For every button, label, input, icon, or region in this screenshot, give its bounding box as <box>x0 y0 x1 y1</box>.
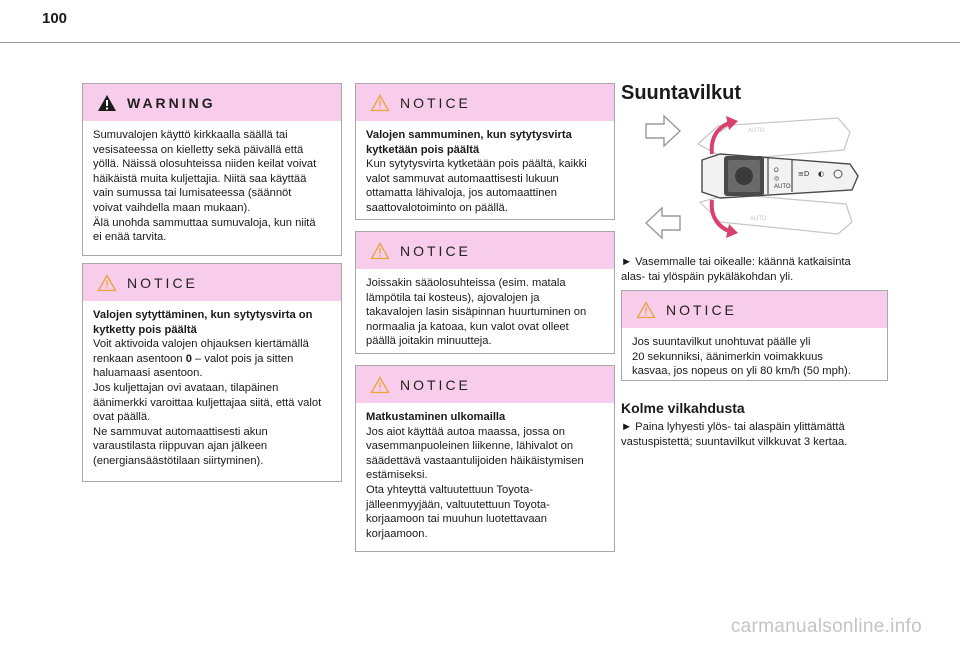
notice-line: valot sammuvat automaattisesti lukuun <box>366 172 559 185</box>
notice-text: renkaan asentoon <box>93 352 186 365</box>
notice-box-lights-on: NOTICE Valojen sytyttäminen, kun sytytys… <box>82 263 342 482</box>
notice-line: takavalojen lasin sisäpinnan huurtuminen… <box>366 306 587 319</box>
warning-line: voivat vaihdella maan mukaan). <box>93 201 251 214</box>
notice-box-condensation: NOTICE Joissakin sääolosuhteissa (esim. … <box>355 231 615 354</box>
warning-line: vain sumussa tai lumisateessa (säännöt <box>93 187 292 200</box>
notice-title: NOTICE <box>666 301 737 318</box>
notice-line: 20 sekunniksi, äänimerkin voimakkuus <box>632 350 823 363</box>
notice-line-position: renkaan asentoon 0 – valot pois ja sitte… <box>93 352 331 367</box>
notice-line: varaustilasta riippuvan ajan jälkeen <box>93 440 268 453</box>
notice-text: – valot pois ja sitten <box>191 352 294 365</box>
warning-line: Älä unohda sammuttaa sumuvaloja, kun nii… <box>93 216 316 229</box>
svg-text:AUTO: AUTO <box>748 128 765 134</box>
notice-header: NOTICE <box>356 366 614 403</box>
notice-line: äänimerkki varoittaa kuljettajaa siitä, … <box>93 396 322 409</box>
three-flash-line: ► Paina lyhyesti ylös- tai alaspäin ylit… <box>621 421 845 433</box>
notice-line: ovat päällä. <box>93 411 151 424</box>
right-arrow-icon <box>645 114 682 148</box>
notice-line: Joissakin sääolosuhteissa (esim. matala <box>366 277 566 289</box>
notice-header: NOTICE <box>356 232 614 269</box>
notice-line: lämpötila tai kosteus), ajovalojen ja <box>366 291 540 304</box>
svg-text:◎: ◎ <box>774 176 779 182</box>
page-number: 100 <box>42 10 68 27</box>
notice-body: Valojen sytyttäminen, kun sytytysvirta o… <box>83 301 341 469</box>
warning-line: häikäistä muita kuljettajia. Niitä saa k… <box>93 172 307 185</box>
notice-title: NOTICE <box>127 274 198 291</box>
notice-icon <box>370 93 390 111</box>
notice-header: NOTICE <box>622 291 887 328</box>
notice-line: kasvaa, jos nopeus on yli 80 km/h (50 mp… <box>632 365 851 378</box>
svg-text:AUTO: AUTO <box>750 216 767 222</box>
warning-line: yöllä. Näissä olosuhteissa niiden keilat… <box>93 158 317 171</box>
warning-icon <box>98 94 116 111</box>
notice-line: säädettävä vastaantulijoiden häikäistymi… <box>366 454 584 467</box>
notice-body: Matkustaminen ulkomailla Jos aiot käyttä… <box>356 403 614 541</box>
warning-header: WARNING <box>83 84 341 121</box>
header-rule <box>0 42 960 43</box>
notice-line: Jos kuljettajan ovi avataan, tilapäinen <box>93 381 279 394</box>
notice-title: NOTICE <box>400 376 471 393</box>
notice-line: korjaamoon tai muuhun luotettavaan <box>366 513 547 526</box>
warning-line: Sumuvalojen käyttö kirkkaalla säällä tai <box>93 129 288 141</box>
left-arrow-icon <box>644 206 681 240</box>
notice-box-signal-reminder: NOTICE Jos suuntavilkut unohtuvat päälle… <box>621 290 888 381</box>
notice-line: Jos aiot käyttää autoa maassa, jossa on <box>366 425 566 438</box>
svg-text:O: O <box>774 168 779 174</box>
notice-line: (energiansäästötilaan siirtyminen). <box>93 454 264 467</box>
turn-signal-stalk-illustration: AUTO AUTO O ◎ AUTO ≡D ◐ <box>644 114 859 240</box>
notice-line: normaalia ja katoaa, kun valot ovat olle… <box>366 320 569 333</box>
notice-line: Jos suuntavilkut unohtuvat päälle yli <box>632 336 811 348</box>
warning-line: vesisateessa on kielletty sekä päivällä … <box>93 143 304 156</box>
subsection-title: Kolme vilkahdusta <box>621 400 745 416</box>
warning-box: WARNING Sumuvalojen käyttö kirkkaalla sä… <box>82 83 342 256</box>
notice-icon <box>370 375 390 393</box>
notice-subtitle: Valojen sytyttäminen, kun sytytysvirta o… <box>93 309 313 321</box>
notice-icon <box>636 300 656 318</box>
notice-line: Voit aktivoida valojen ohjauksen kiertäm… <box>93 338 309 351</box>
turn-instruction-line: ► Vasemmalle tai oikealle: käännä katkai… <box>621 256 851 268</box>
notice-line: Ne sammuvat automaattisesti akun <box>93 425 268 438</box>
notice-box-travel-abroad: NOTICE Matkustaminen ulkomailla Jos aiot… <box>355 365 615 552</box>
notice-subtitle: Matkustaminen ulkomailla <box>366 411 506 423</box>
notice-line: ottamatta lähivaloja, jos automaattinen <box>366 187 557 200</box>
notice-icon <box>370 241 390 259</box>
watermark: carmanualsonline.info <box>730 616 922 637</box>
notice-header: NOTICE <box>83 264 341 301</box>
notice-header: NOTICE <box>356 84 614 121</box>
warning-title: WARNING <box>127 94 216 111</box>
three-flash-instruction: ► Paina lyhyesti ylös- tai alaspäin ylit… <box>621 420 891 449</box>
notice-body: Jos suuntavilkut unohtuvat päälle yli 20… <box>622 328 887 379</box>
notice-subtitle: kytketty pois päältä <box>93 323 197 336</box>
notice-box-lights-off: NOTICE Valojen sammuminen, kun sytytysvi… <box>355 83 615 220</box>
notice-line: päällä joitakin minuutteja. <box>366 335 492 348</box>
notice-line: Ota yhteyttä valtuutettuun Toyota- <box>366 483 534 496</box>
notice-line: Kun sytytysvirta kytketään pois päältä, … <box>366 158 587 171</box>
warning-body: Sumuvalojen käyttö kirkkaalla säällä tai… <box>83 121 341 245</box>
notice-subtitle: kytketään pois päältä <box>366 143 480 156</box>
notice-line: jälleenmyyjään, valtuutettuun Toyota- <box>366 498 550 511</box>
position-zero: 0 <box>185 352 192 365</box>
turn-instruction: ► Vasemmalle tai oikealle: käännä katkai… <box>621 255 891 284</box>
svg-text:AUTO: AUTO <box>774 184 791 190</box>
warning-line: ei enää tarvita. <box>93 231 167 244</box>
notice-body: Joissakin sääolosuhteissa (esim. matala … <box>356 269 614 349</box>
stalk-main: O ◎ AUTO ≡D ◐ <box>701 153 859 199</box>
svg-text:≡D: ≡D <box>798 170 809 178</box>
svg-text:◐: ◐ <box>818 170 824 178</box>
notice-body: Valojen sammuminen, kun sytytysvirta kyt… <box>356 121 614 216</box>
notice-line: haluamaasi asentoon. <box>93 367 203 380</box>
notice-line: saattovalotoiminto on päällä. <box>366 201 508 214</box>
three-flash-line: vastuspistettä; suuntavilkut vilkkuvat 3… <box>621 435 848 448</box>
section-title: Suuntavilkut <box>621 82 742 104</box>
turn-instruction-line: alas- tai ylöspäin pykäläkohdan yli. <box>621 270 794 283</box>
notice-title: NOTICE <box>400 94 471 111</box>
notice-icon <box>97 273 117 291</box>
notice-line: korjaamoon. <box>366 527 428 540</box>
notice-line: estämiseksi. <box>366 469 428 482</box>
notice-line: vasemmanpuoleinen liikenne, lähivalot on <box>366 440 574 453</box>
notice-subtitle: Valojen sammuminen, kun sytytysvirta <box>366 129 572 141</box>
notice-title: NOTICE <box>400 242 471 259</box>
